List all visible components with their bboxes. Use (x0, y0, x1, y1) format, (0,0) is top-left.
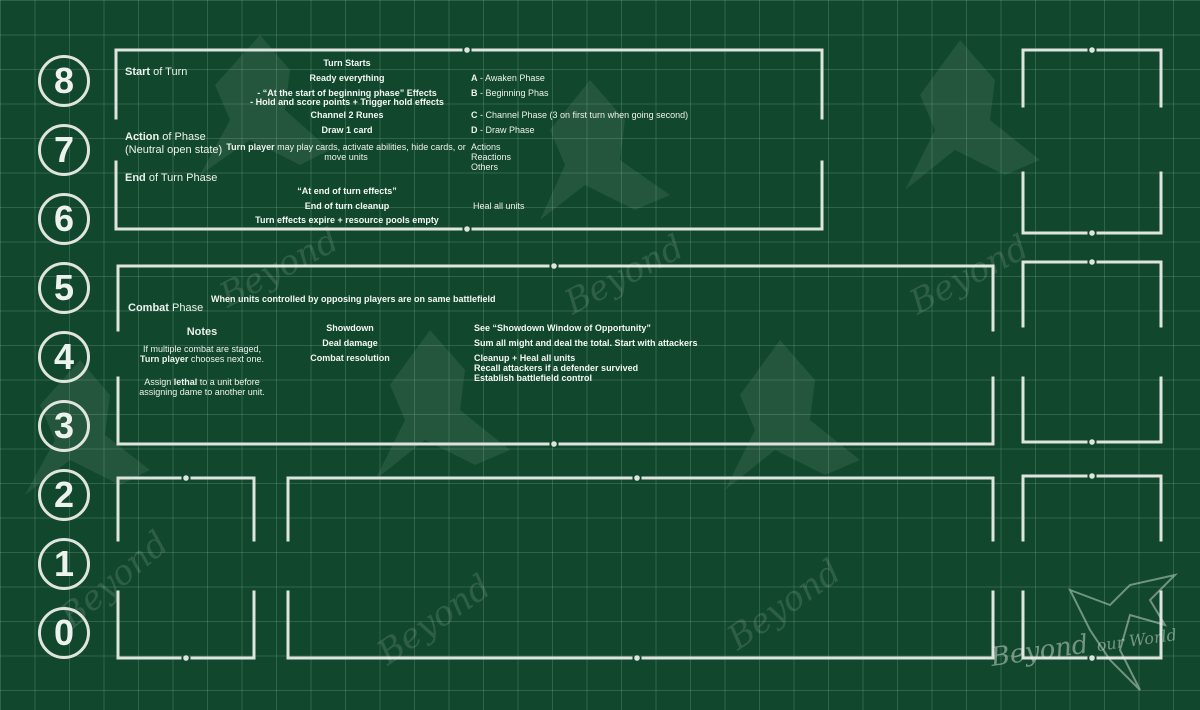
phase-actions: Actions (471, 142, 501, 152)
step-ready: Ready everything (309, 73, 385, 83)
score-counter-7[interactable]: 7 (38, 124, 90, 176)
step-turn-player-cont: move units (324, 152, 368, 162)
score-counter-8[interactable]: 8 (38, 55, 90, 107)
phase-awaken: A - Awaken Phase (471, 73, 545, 83)
step-channel: Channel 2 Runes (310, 110, 384, 120)
middle-right-zone-frame (1021, 260, 1163, 444)
combat-phase-heading: Combat Phase (128, 302, 204, 314)
combat-zone-frame (116, 264, 995, 446)
score-counter-5[interactable]: 5 (38, 262, 90, 314)
phase-reactions: Reactions (471, 152, 512, 162)
phase-heal: Heal all units (473, 201, 525, 211)
score-counter-4[interactable]: 4 (38, 331, 90, 383)
combat-step-damage: Deal damage (322, 338, 378, 348)
score-counter-6[interactable]: 6 (38, 193, 90, 245)
note-assign-lethal: Assign lethal to a unit before (144, 377, 260, 387)
combat-result-control: Establish battlefield control (474, 373, 593, 383)
notes-title: Notes (186, 326, 218, 338)
combat-result-recall: Recall attackers if a defender survived (474, 363, 639, 373)
phase-others: Others (471, 162, 499, 172)
note-turn-player: Turn player chooses next one. (140, 354, 264, 364)
base-zone-frame (286, 476, 995, 660)
end-of-turn-heading: End of Turn Phase (125, 172, 218, 184)
start-of-turn-heading: Start of Turn (125, 66, 188, 78)
step-draw: Draw 1 card (321, 125, 373, 135)
bottom-left-zone-frame (116, 476, 256, 660)
combat-result-showdown: See “Showdown Window of Opportunity” (474, 323, 651, 333)
combat-trigger: When units controlled by opposing player… (211, 294, 496, 304)
step-hold: - Hold and score points + Trigger hold e… (250, 97, 444, 107)
combat-step-resolution: Combat resolution (310, 353, 390, 363)
dragon-watermark-icon (25, 35, 1040, 495)
turn-zone-frame (114, 48, 824, 231)
score-counter-3[interactable]: 3 (38, 400, 90, 452)
note-multiple-combat: If multiple combat are staged, (142, 344, 262, 354)
action-phase-heading: Action of Phase (125, 131, 206, 143)
score-counter-1[interactable]: 1 (38, 538, 90, 590)
action-phase-subtitle: (Neutral open state) (125, 144, 223, 156)
phase-draw: D - Draw Phase (471, 125, 535, 135)
phase-beginning: B - Beginning Phas (471, 88, 549, 98)
step-expire: Turn effects expire + resource pools emp… (255, 215, 439, 225)
step-cleanup: End of turn cleanup (304, 201, 390, 211)
bottom-right-zone-frame (1021, 474, 1163, 660)
step-start-effects: - “At the start of beginning phase” Effe… (257, 88, 437, 98)
top-right-zone-frame (1021, 48, 1163, 235)
combat-result-damage: Sum all might and deal the total. Start … (474, 338, 698, 348)
combat-result-cleanup: Cleanup + Heal all units (474, 353, 576, 363)
combat-step-showdown: Showdown (326, 323, 374, 333)
step-turn-player: Turn player may play cards, activate abi… (226, 142, 466, 152)
score-counter-2[interactable]: 2 (38, 469, 90, 521)
corner-dragon-icon (1067, 573, 1179, 691)
step-turn-starts: Turn Starts (323, 58, 371, 68)
note-assign-lethal-cont: assigning dame to another unit. (139, 387, 265, 397)
score-counter-0[interactable]: 0 (38, 607, 90, 659)
step-end-effects: “At end of turn effects” (297, 186, 397, 196)
phase-channel: C - Channel Phase (3 on first turn when … (471, 110, 689, 120)
